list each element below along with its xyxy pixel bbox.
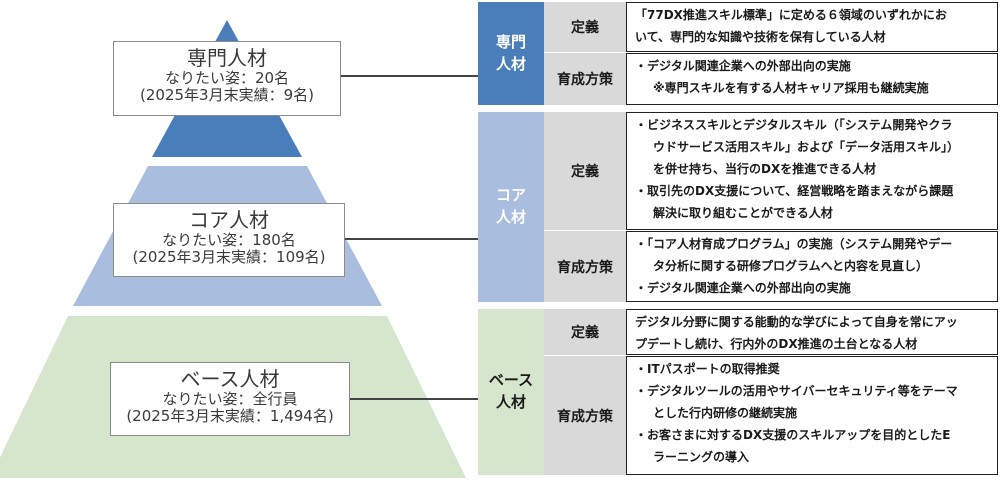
text-line: ・ビジネススキルとデジタルスキル（「システム開発やクラ	[635, 118, 953, 132]
text-line: ・デジタル関連企業への外部出向の実施	[635, 59, 851, 73]
pyramid-label-core: コア人材 なりたい姿：180名 (2025年3月末実績：109名)	[113, 203, 345, 277]
level-target: なりたい姿：全行員	[162, 390, 298, 408]
text-line: ・デジタルツールの活用やサイバーセキュリティ等をテーマ	[635, 384, 958, 398]
category-text: 人材	[495, 208, 526, 226]
text-line: を併せ持ち、当行のDXを推進できる人材	[653, 162, 876, 176]
level-target: なりたい姿：20名	[164, 69, 290, 87]
text-line: ・ITパスポートの取得推奨	[635, 362, 780, 376]
category-text: 人材	[495, 54, 526, 73]
definition-text-core: ・ビジネススキルとデジタルスキル（「システム開発やクラ ウドサービス活用スキル」…	[626, 112, 998, 230]
plan-text-senmon: ・デジタル関連企業への外部出向の実施 ※専門スキルを有する人材キャリア採用も継続…	[626, 53, 998, 105]
level-title: コア人材	[189, 208, 269, 232]
level-target: なりたい姿：180名	[162, 231, 296, 249]
text-line: ※専門スキルを有する人材キャリア採用も継続実施	[653, 81, 929, 95]
category-senmon: 専門人材	[478, 2, 544, 105]
text-line: プデートし続け、行内外のDX推進の土台となる人材	[635, 337, 918, 351]
text-line: 解決に取り組むことができる人材	[653, 206, 833, 220]
definition-text-senmon: 「77DX推進スキル標準」に定める６領域のいずれかにお いて、専門的な知識や技術…	[626, 2, 998, 52]
connector-senmon	[341, 75, 478, 77]
text-line: ・お客さまに対するDX支援のスキルアップを目的としたE	[635, 428, 951, 442]
plan-header: 育成方策	[544, 231, 626, 302]
text-line: タ分析に関する研修プログラムへと内容を見直し）	[653, 259, 929, 273]
category-text: 専門	[495, 32, 526, 51]
definition-header: 定義	[544, 2, 626, 52]
pyramid-label-base: ベース人材 なりたい姿：全行員 (2025年3月末実績：1,494名)	[110, 362, 350, 436]
text-line: ウドサービス活用スキル」および「データ活用スキル」）	[653, 140, 960, 154]
category-core: コア人材	[478, 112, 544, 302]
level-actual: (2025年3月末実績：1,494名)	[126, 407, 334, 426]
level-title: 専門人材	[187, 46, 267, 70]
text-line: ・デジタル関連企業への外部出向の実施	[635, 281, 851, 295]
connector-core	[345, 238, 478, 240]
category-base: ベース人材	[478, 309, 544, 475]
plan-header: 育成方策	[544, 53, 626, 105]
category-text: コア	[495, 186, 526, 205]
text-line: ラーニングの導入	[653, 450, 750, 464]
category-text: 人材	[495, 393, 526, 411]
text-line: ・取引先のDX支援について、経営戦略を踏まえながら課題	[635, 184, 954, 198]
text-line: ・「コア人材育成プログラム」の実施（システム開発やデー	[635, 237, 953, 251]
plan-header: 育成方策	[544, 356, 626, 475]
plan-text-core: ・「コア人材育成プログラム」の実施（システム開発やデー タ分析に関する研修プログ…	[626, 231, 998, 302]
level-title: ベース人材	[180, 367, 280, 391]
connector-base	[350, 398, 478, 400]
level-actual: (2025年3月末実績：9名)	[140, 86, 314, 105]
definition-text-base: デジタル分野に関する能動的な学びによって自身を常にアッ プデートし続け、行内外の…	[626, 309, 998, 355]
definition-header: 定義	[544, 112, 626, 230]
text-line: 「77DX推進スキル標準」に定める６領域のいずれかにお	[635, 8, 947, 22]
text-line: いて、専門的な知識や技術を保有している人材	[635, 30, 886, 44]
text-line: とした行内研修の継続実施	[653, 406, 798, 420]
pyramid-label-senmon: 専門人材 なりたい姿：20名 (2025年3月末実績：9名)	[113, 41, 341, 116]
text-line: デジタル分野に関する能動的な学びによって自身を常にアッ	[635, 315, 958, 329]
category-text: ベース	[488, 371, 534, 390]
definition-header: 定義	[544, 309, 626, 355]
level-actual: (2025年3月末実績：109名)	[132, 248, 326, 267]
plan-text-base: ・ITパスポートの取得推奨 ・デジタルツールの活用やサイバーセキュリティ等をテー…	[626, 356, 998, 475]
